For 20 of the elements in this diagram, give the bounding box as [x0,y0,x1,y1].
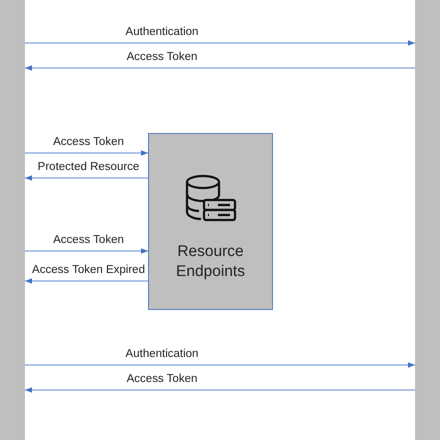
edge-label: Authentication [126,347,198,361]
arrow [24,278,148,284]
edge-label: Access Token [126,50,198,64]
arrow [24,175,148,181]
arrow [24,387,416,393]
arrow [24,65,416,71]
lifeline-bar [415,0,440,440]
node-label: Resource Endpoints [175,242,246,282]
arrow [24,362,416,368]
process-box [148,133,273,310]
arrow [24,248,148,254]
edge-label: Access Token Expired [32,263,145,277]
edge-label: Access Token [53,135,124,149]
edge-label: Access Token [53,233,124,247]
edge-label: Protected Resource [38,160,140,174]
edge-label: Authentication [126,25,198,39]
lifeline-bar [0,0,25,440]
edge-label: Access Token [126,372,198,386]
arrow [24,40,416,46]
arrow [24,150,148,156]
